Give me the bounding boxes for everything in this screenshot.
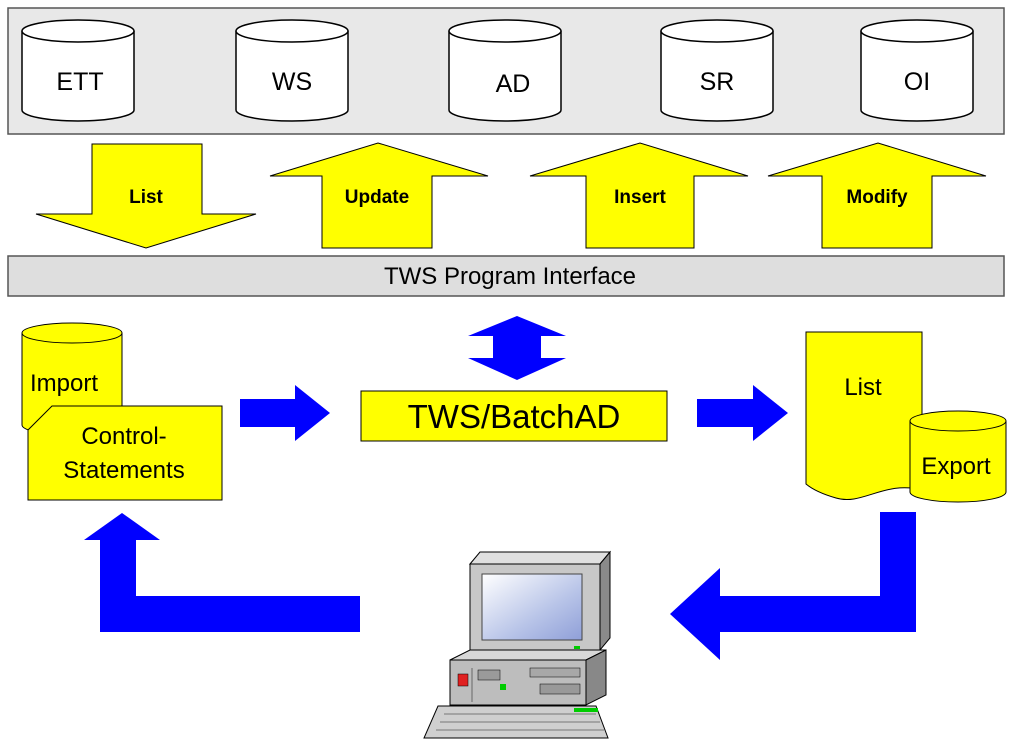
database-sr[interactable]: SR (660, 19, 774, 122)
operation-modify-arrow: Modify (767, 142, 987, 249)
interface-double-arrow (468, 316, 566, 380)
database-label-ad: AD (496, 70, 531, 98)
main-program-box[interactable]: TWS/BatchAD (360, 390, 668, 442)
operation-list-arrow: List (35, 143, 257, 249)
operation-insert-arrow: Insert (529, 142, 749, 249)
database-label-oi: OI (904, 68, 930, 96)
operation-label-list: List (129, 187, 163, 208)
export-label: Export (921, 453, 991, 480)
list-document[interactable]: List (805, 331, 923, 500)
computer-icon (423, 550, 612, 739)
database-ws[interactable]: WS (235, 19, 349, 122)
control-statements-label-line2: Statements (63, 457, 184, 484)
input-flow-arrow (240, 385, 330, 441)
database-ett[interactable]: ETT (21, 19, 135, 122)
database-label-sr: SR (700, 68, 735, 96)
operation-update-arrow: Update (269, 142, 489, 249)
import-label: Import (30, 370, 98, 397)
list-document-label: List (844, 374, 882, 401)
export-database[interactable]: Export (909, 410, 1007, 503)
database-ad[interactable]: AD (448, 19, 562, 122)
database-oi[interactable]: OI (860, 19, 974, 122)
database-label-ws: WS (272, 68, 312, 96)
program-interface-bar: TWS Program Interface (7, 255, 1005, 297)
operation-label-modify: Modify (846, 187, 908, 208)
control-statements-label-line1: Control- (81, 423, 166, 450)
output-flow-arrow (697, 385, 788, 441)
input-return-arrow (84, 513, 360, 632)
operation-label-insert: Insert (614, 187, 666, 208)
operation-label-update: Update (345, 187, 409, 208)
program-interface-label: TWS Program Interface (384, 263, 636, 290)
database-label-ett: ETT (56, 68, 103, 96)
main-program-label: TWS/BatchAD (408, 398, 621, 435)
control-statements-card[interactable]: Control- Statements (27, 405, 223, 501)
output-return-arrow (670, 512, 916, 660)
